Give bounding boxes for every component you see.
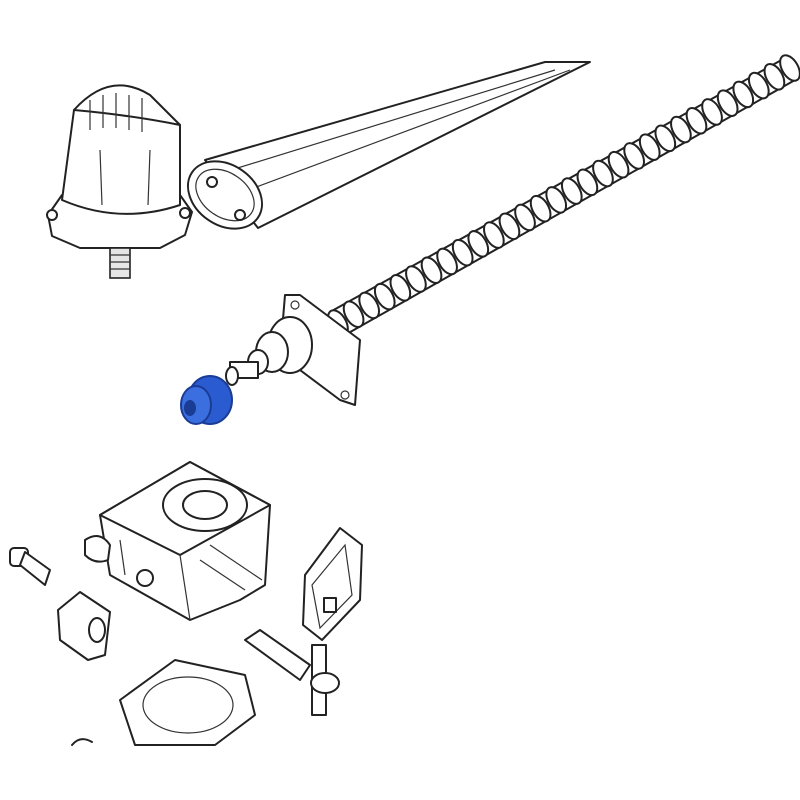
screw-thread-turn	[483, 221, 505, 249]
screw-thread-turn	[607, 150, 630, 179]
screw-shaft-part	[327, 54, 800, 337]
screw-thread-turn	[763, 63, 786, 91]
screw-thread-turn	[342, 300, 365, 328]
screw-thread-turn	[373, 282, 396, 311]
screw-thread-turn	[498, 212, 521, 241]
screw-thread-turn	[529, 194, 552, 223]
screw-thread-turn	[732, 80, 755, 109]
screw-thread-turn	[592, 159, 614, 188]
release-lever-part	[244, 629, 340, 716]
screw-thread-turn	[701, 98, 723, 126]
screw-thread-turn	[779, 54, 800, 82]
screw-thread-turn	[358, 291, 381, 320]
screw-thread-turn	[467, 230, 490, 258]
screw-thread-turn	[716, 89, 739, 117]
tube-part	[186, 61, 591, 230]
screw-thread-turn	[654, 124, 677, 153]
screw-thread-turn	[545, 186, 568, 214]
screw-thread-turn	[389, 274, 412, 302]
screw-thread-turn	[747, 71, 770, 100]
drive-gear-part-highlighted	[180, 375, 233, 425]
flange-plate-part	[225, 294, 361, 406]
gearbox-housing-part	[84, 461, 271, 621]
bushing-block-part	[57, 591, 111, 661]
screw-thread-turn	[560, 177, 583, 205]
motor-cap-part	[46, 84, 193, 279]
pin-part	[9, 547, 51, 586]
screw-thread-turn	[405, 265, 427, 293]
screw-thread-turn	[670, 115, 692, 144]
screw-thread-turn	[685, 106, 708, 135]
screw-thread-turn	[420, 256, 443, 285]
lower-base-part	[71, 659, 256, 746]
release-cover-part	[302, 527, 363, 641]
screw-thread-turn	[514, 203, 536, 232]
screw-thread-turn	[436, 247, 458, 276]
screw-thread-turn	[638, 133, 661, 161]
screw-thread-turn	[451, 238, 474, 267]
screw-thread-turn	[576, 168, 599, 197]
screw-thread-turn	[623, 142, 645, 170]
